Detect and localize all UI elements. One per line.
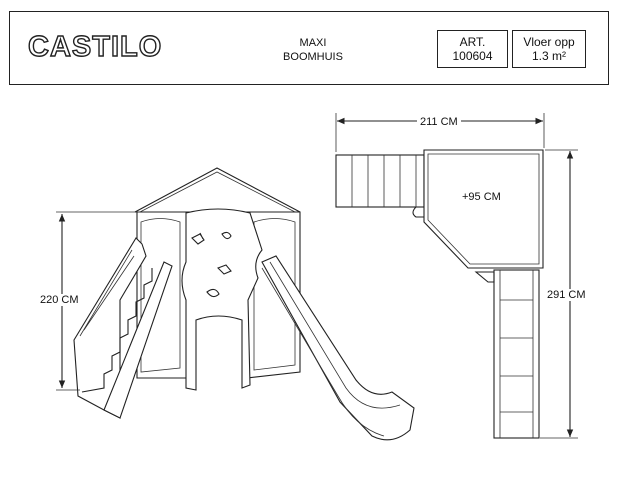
article-box: ART. 100604 xyxy=(437,30,508,68)
area-value: 1.3 m² xyxy=(531,49,566,63)
top-stairs xyxy=(335,154,425,208)
perspective-view xyxy=(73,167,415,441)
platform-height-label: +95 CM xyxy=(462,191,501,203)
climbing-holds xyxy=(191,231,232,298)
castilo-logo: CASTILO xyxy=(27,31,163,63)
height-label: 220 CM xyxy=(40,294,79,306)
slide xyxy=(261,255,415,441)
staircase-side xyxy=(73,237,147,419)
tree-trunk xyxy=(181,208,263,391)
roof xyxy=(134,167,301,213)
top-view xyxy=(335,149,544,439)
area-box: Vloer opp 1.3 m² xyxy=(512,30,586,68)
length-label: 291 CM xyxy=(547,289,586,301)
staircase-railing xyxy=(103,261,173,419)
stair-steps xyxy=(81,268,153,393)
product-line-1: MAXI xyxy=(299,37,327,49)
product-title: MAXI BOOMHUIS xyxy=(263,36,363,64)
title-block-frame xyxy=(9,11,609,85)
area-label: Vloer opp xyxy=(523,35,575,49)
top-platform xyxy=(423,149,544,269)
width-label: 211 CM xyxy=(417,116,461,128)
top-slide xyxy=(493,269,540,439)
article-label: ART. xyxy=(459,35,486,49)
article-number: 100604 xyxy=(452,49,493,63)
product-line-2: BOOMHUIS xyxy=(283,51,343,63)
